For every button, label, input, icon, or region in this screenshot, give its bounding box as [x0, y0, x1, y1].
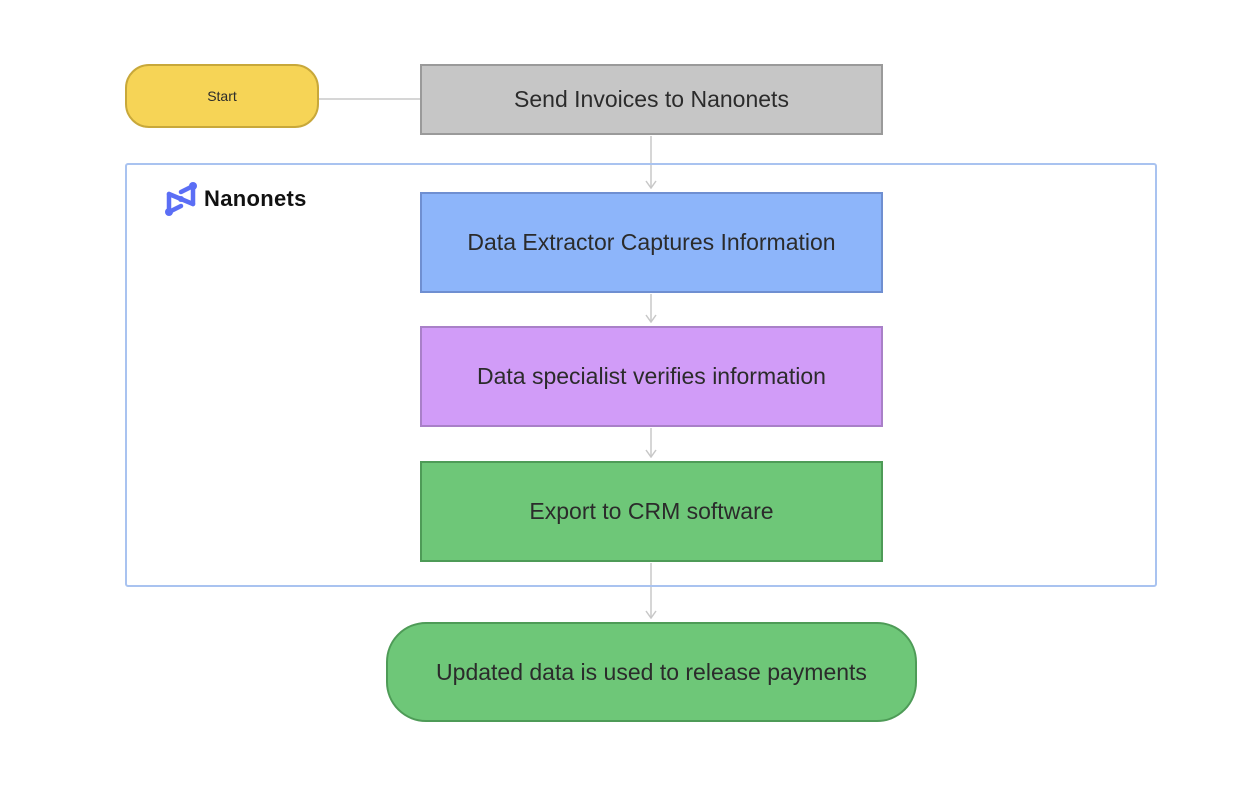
start-node[interactable]: Start [125, 64, 319, 128]
release-payments-node[interactable]: Updated data is used to release payments [386, 622, 917, 722]
export-crm-node[interactable]: Export to CRM software [420, 461, 883, 562]
data-extractor-node[interactable]: Data Extractor Captures Information [420, 192, 883, 293]
nanonets-group-frame [125, 163, 1157, 587]
nanonets-brand: Nanonets [163, 180, 307, 218]
data-specialist-node[interactable]: Data specialist verifies information [420, 326, 883, 427]
send-invoices-node[interactable]: Send Invoices to Nanonets [420, 64, 883, 135]
brand-name: Nanonets [204, 186, 307, 211]
nanonets-logo-icon [165, 182, 197, 216]
